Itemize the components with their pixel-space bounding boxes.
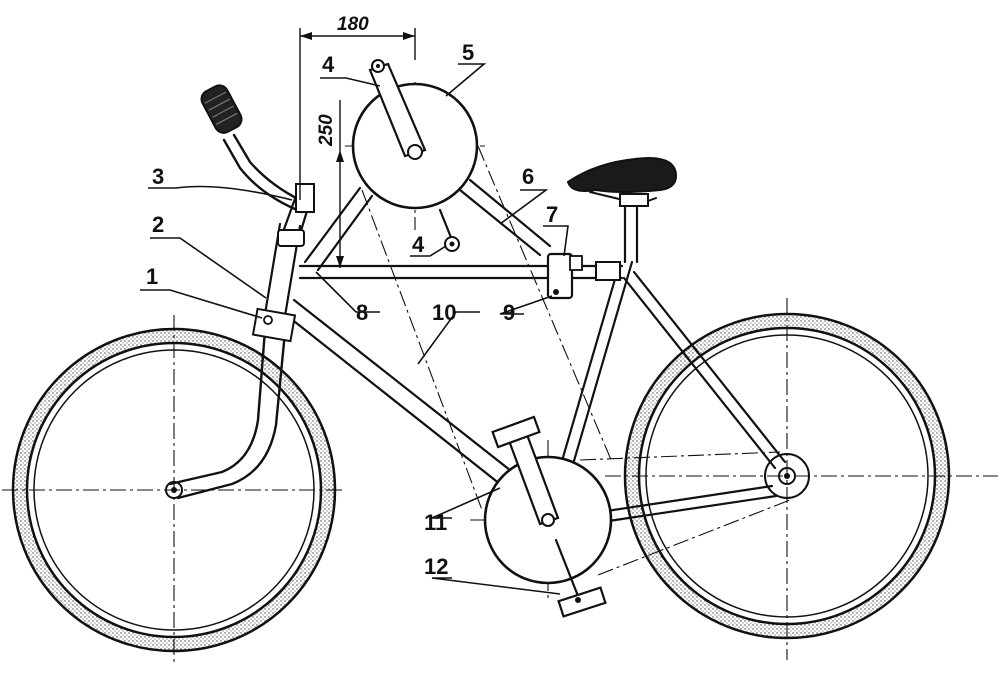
dimension-250-label: 250 <box>316 114 337 147</box>
chain-lower-top <box>579 451 781 461</box>
dimension-180: 180 <box>299 14 416 200</box>
upper-sprocket <box>303 59 552 272</box>
bottom-sprocket <box>483 415 613 618</box>
front-fork <box>168 307 297 500</box>
dimension-180-label: 180 <box>337 14 369 35</box>
callout-1: 1 <box>146 264 158 289</box>
leader-lines <box>140 63 569 595</box>
chain-10 <box>361 189 483 511</box>
chain-upper-rear <box>477 145 613 463</box>
callout-6: 6 <box>522 164 534 189</box>
chains <box>361 145 791 576</box>
saddle <box>566 156 678 207</box>
callout-12: 12 <box>424 554 448 579</box>
callout-4-lower: 4 <box>412 232 425 257</box>
callout-4-upper: 4 <box>322 52 335 77</box>
callout-2: 2 <box>152 212 164 237</box>
grip <box>200 84 243 134</box>
callout-8: 8 <box>356 300 368 325</box>
callout-11: 11 <box>424 510 447 535</box>
dimension-250: 250 <box>316 100 344 268</box>
callouts: 1 2 3 4 4 5 6 7 8 9 10 11 12 <box>146 40 558 579</box>
callout-5: 5 <box>462 40 474 65</box>
callout-3: 3 <box>152 164 164 189</box>
callout-10: 10 <box>432 300 456 325</box>
clamp <box>546 252 621 300</box>
callout-9: 9 <box>503 300 515 325</box>
callout-7: 7 <box>546 202 558 227</box>
chain-lower-bottom <box>597 499 791 576</box>
hand-crank-lever <box>200 84 316 247</box>
